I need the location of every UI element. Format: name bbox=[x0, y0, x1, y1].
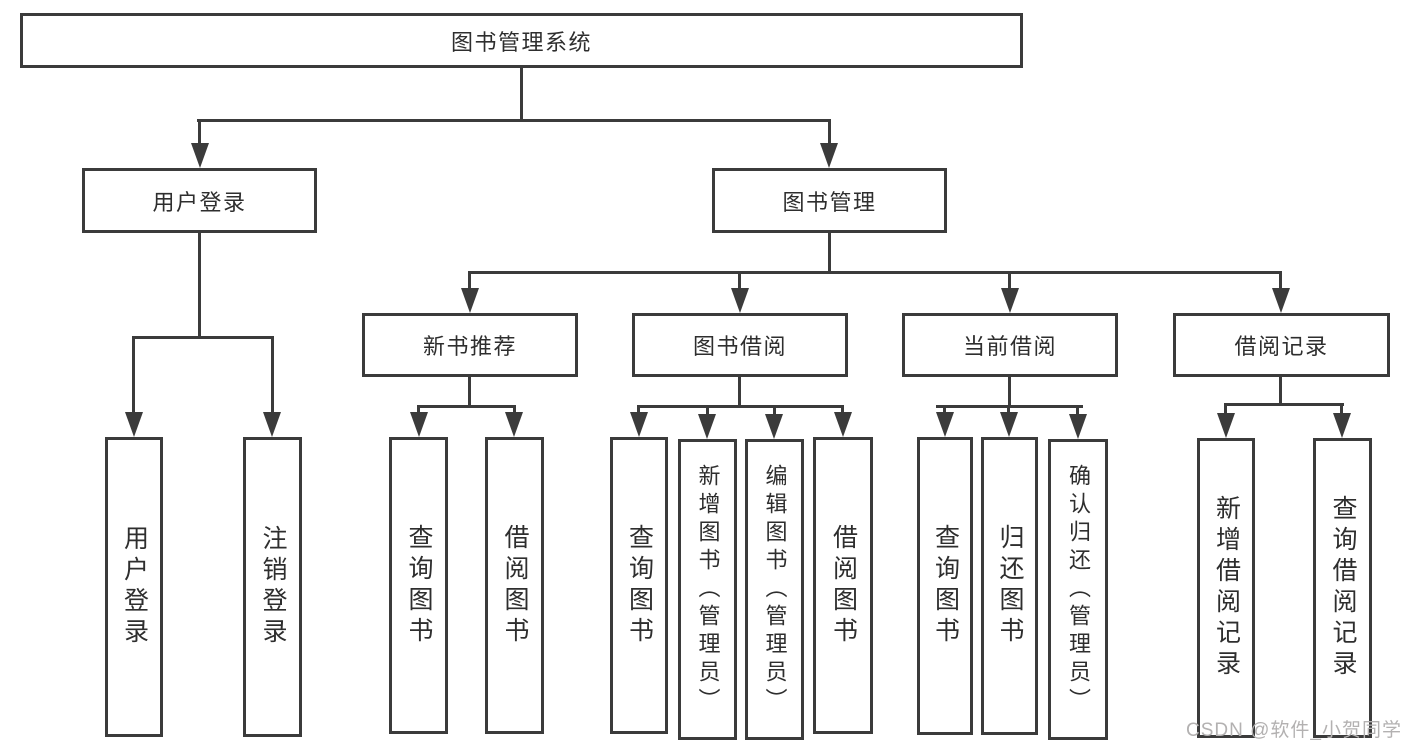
node-current-borrowing: 当前借阅 bbox=[902, 313, 1118, 377]
connector-line bbox=[841, 405, 844, 414]
connector-line bbox=[1340, 403, 1343, 413]
arrow-down-icon bbox=[1217, 413, 1235, 438]
connector-line bbox=[197, 119, 831, 122]
node-label: 借阅记录 bbox=[1234, 334, 1329, 359]
arrow-down-icon bbox=[125, 412, 143, 437]
leaf-borrowing-borrow-books: 借阅图书 bbox=[813, 437, 873, 734]
node-label: 图书借阅 bbox=[692, 334, 787, 359]
connector-line bbox=[1007, 405, 1010, 414]
watermark: CSDN @软件_小贺同学 bbox=[1186, 720, 1402, 741]
arrow-down-icon bbox=[1001, 288, 1019, 313]
arrow-down-icon bbox=[410, 412, 428, 437]
arrow-down-icon bbox=[1272, 288, 1290, 313]
node-label: 注销登录 bbox=[259, 525, 287, 649]
node-book-borrowing: 图书借阅 bbox=[632, 313, 848, 377]
connector-line bbox=[417, 405, 420, 414]
connector-line bbox=[132, 336, 274, 339]
arrow-down-icon bbox=[936, 412, 954, 437]
connector-line bbox=[468, 271, 471, 291]
connector-line bbox=[468, 271, 1282, 274]
node-label: 借阅图书 bbox=[501, 523, 529, 648]
connector-line bbox=[637, 405, 640, 414]
node-label: 新增图书（管理员） bbox=[695, 463, 721, 716]
connector-line bbox=[1224, 403, 1344, 406]
node-label: 归还图书 bbox=[996, 524, 1024, 648]
connector-line bbox=[828, 119, 831, 147]
connector-line bbox=[468, 377, 471, 408]
arrow-down-icon bbox=[1000, 412, 1018, 437]
node-book-management: 图书管理 bbox=[712, 168, 947, 233]
leaf-current-query-books: 查询图书 bbox=[917, 437, 973, 735]
node-label: 借阅图书 bbox=[829, 523, 858, 648]
leaf-user-login: 用户登录 bbox=[105, 437, 163, 737]
leaf-borrowing-query-books: 查询图书 bbox=[610, 437, 668, 734]
leaf-current-return-books: 归还图书 bbox=[981, 437, 1038, 735]
connector-line bbox=[637, 405, 844, 408]
arrow-down-icon bbox=[698, 414, 716, 439]
connector-line bbox=[1008, 271, 1011, 291]
connector-line bbox=[132, 336, 135, 414]
connector-line bbox=[271, 336, 274, 414]
node-library-management-system: 图书管理系统 bbox=[20, 13, 1023, 68]
node-label: 查询图书 bbox=[931, 524, 960, 648]
node-new-book-recommend: 新书推荐 bbox=[362, 313, 578, 377]
node-label: 用户登录 bbox=[152, 189, 247, 215]
leaf-borrowing-add-books-admin: 新增图书（管理员） bbox=[678, 439, 737, 740]
leaf-borrowing-edit-books-admin: 编辑图书（管理员） bbox=[745, 439, 804, 740]
leaf-records-query-record: 查询借阅记录 bbox=[1313, 438, 1372, 738]
connector-line bbox=[513, 405, 516, 414]
connector-line bbox=[706, 405, 709, 416]
connector-line bbox=[773, 405, 776, 416]
arrow-down-icon bbox=[263, 412, 281, 437]
connector-line bbox=[1224, 403, 1227, 413]
node-label: 图书管理 bbox=[782, 189, 877, 215]
node-label: 当前借阅 bbox=[962, 334, 1057, 359]
leaf-current-confirm-return-admin: 确认归还（管理员） bbox=[1048, 439, 1108, 740]
arrow-down-icon bbox=[461, 288, 479, 313]
arrow-down-icon bbox=[820, 143, 838, 168]
connector-line bbox=[198, 119, 201, 147]
node-label: 用户登录 bbox=[120, 525, 149, 649]
arrow-down-icon bbox=[1069, 414, 1087, 439]
arrow-down-icon bbox=[1333, 413, 1351, 438]
arrow-down-icon bbox=[630, 412, 648, 437]
node-label: 确认归还（管理员） bbox=[1066, 463, 1091, 716]
node-user-login: 用户登录 bbox=[82, 168, 317, 233]
node-label: 新增借阅记录 bbox=[1212, 495, 1241, 681]
node-label: 查询图书 bbox=[625, 523, 654, 648]
arrow-down-icon bbox=[731, 288, 749, 313]
arrow-down-icon bbox=[834, 412, 852, 437]
connector-line bbox=[198, 233, 201, 338]
connector-line bbox=[1076, 405, 1079, 416]
node-borrowing-records: 借阅记录 bbox=[1173, 313, 1390, 377]
node-label: 查询图书 bbox=[405, 523, 433, 648]
node-label: 查询借阅记录 bbox=[1329, 495, 1357, 681]
leaf-recommend-query-books: 查询图书 bbox=[389, 437, 448, 734]
connector-line bbox=[738, 377, 741, 408]
node-label: 编辑图书（管理员） bbox=[762, 463, 788, 716]
connector-line bbox=[1279, 377, 1282, 406]
arrow-down-icon bbox=[191, 143, 209, 168]
connector-line bbox=[520, 68, 523, 121]
connector-line bbox=[828, 233, 831, 274]
leaf-logout: 注销登录 bbox=[243, 437, 302, 737]
node-label: 图书管理系统 bbox=[450, 29, 592, 55]
connector-line bbox=[943, 405, 946, 414]
arrow-down-icon bbox=[765, 414, 783, 439]
node-label: 新书推荐 bbox=[422, 334, 517, 359]
leaf-records-add-record: 新增借阅记录 bbox=[1197, 438, 1255, 738]
arrow-down-icon bbox=[505, 412, 523, 437]
connector-line bbox=[1008, 377, 1011, 408]
leaf-recommend-borrow-books: 借阅图书 bbox=[485, 437, 544, 734]
connector-line bbox=[1279, 271, 1282, 291]
connector-line bbox=[417, 405, 516, 408]
connector-line bbox=[738, 271, 741, 291]
